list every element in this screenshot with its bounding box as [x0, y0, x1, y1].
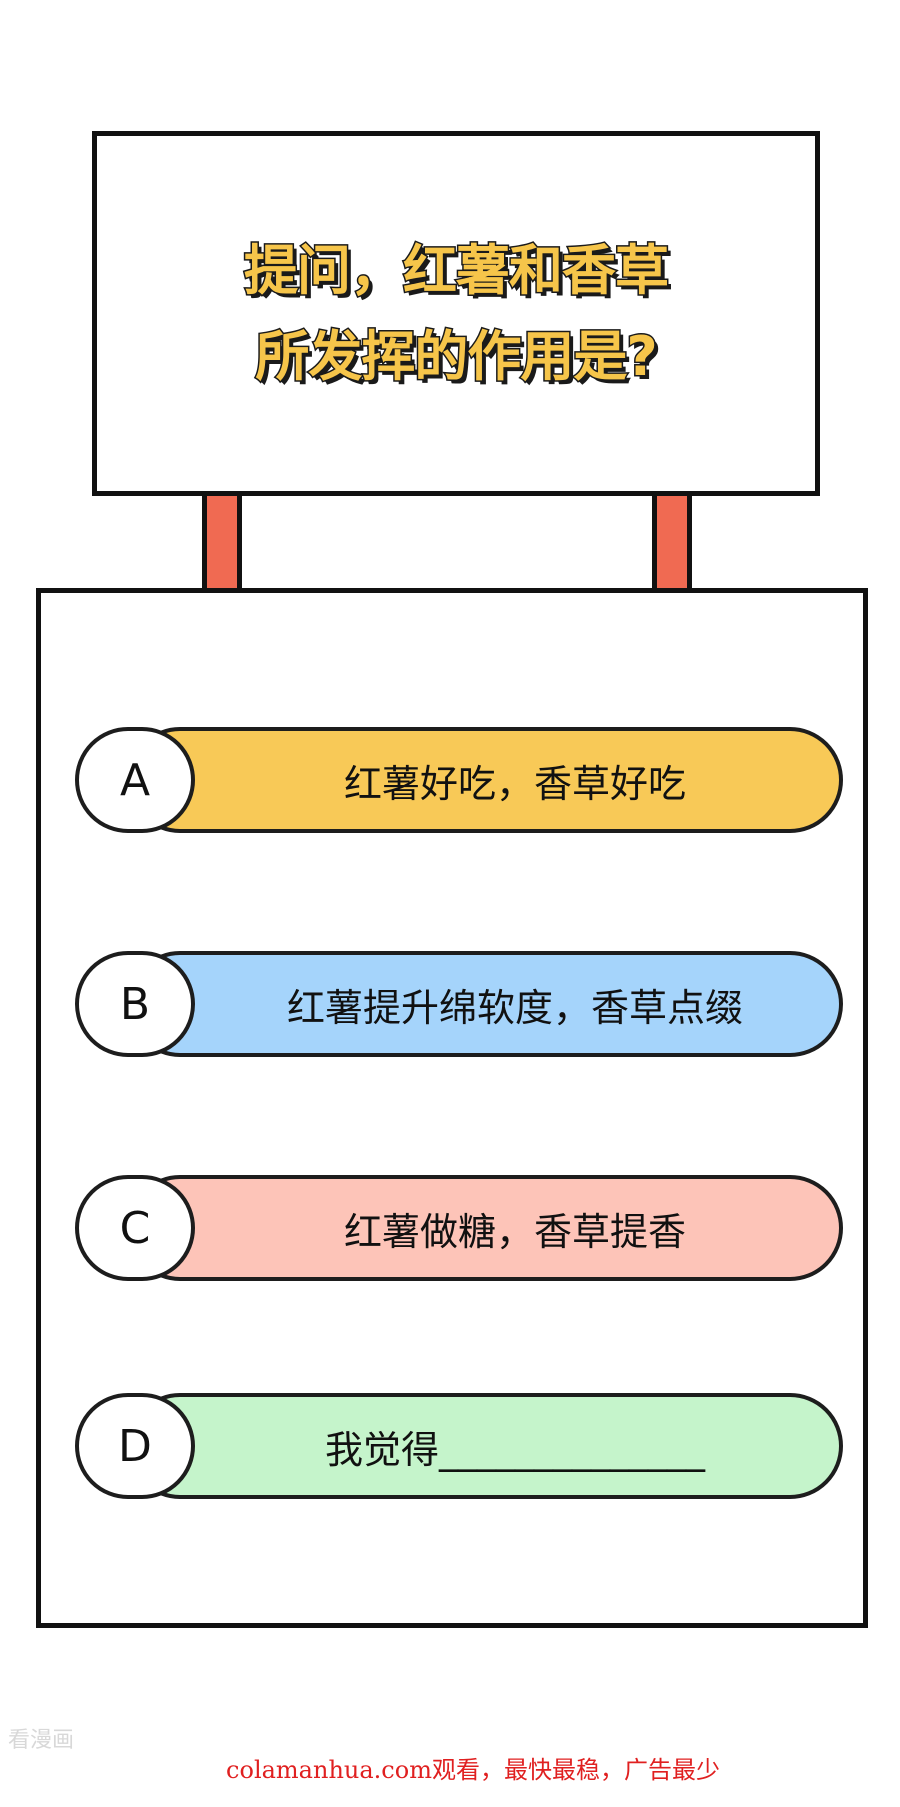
option-d-letter-badge[interactable]: D: [75, 1393, 195, 1499]
option-a-pill[interactable]: 红薯好吃，香草好吃: [127, 727, 843, 833]
option-d-text: 我觉得______________: [324, 1427, 705, 1472]
option-b-button[interactable]: 红薯提升绵软度，香草点缀 B: [75, 951, 843, 1057]
corner-watermark: 看漫画: [8, 1728, 75, 1753]
board-post-left: [202, 496, 242, 588]
option-a-button[interactable]: 红薯好吃，香草好吃 A: [75, 727, 843, 833]
option-c-text: 红薯做糖，香草提香: [343, 1209, 686, 1254]
option-d-button[interactable]: 我觉得______________ D: [75, 1393, 843, 1499]
question-board: 提问，红薯和香草 所发挥的作用是?: [92, 131, 820, 496]
option-b-letter-badge[interactable]: B: [75, 951, 195, 1057]
option-a-letter-badge[interactable]: A: [75, 727, 195, 833]
option-b-text: 红薯提升绵软度，香草点缀: [286, 985, 743, 1030]
question-title-line-1: 提问，红薯和香草: [243, 237, 671, 303]
footer-watermark[interactable]: colamanhua.com观看，最快最稳，广告最少: [226, 1756, 720, 1784]
question-title-line-2: 所发挥的作用是?: [254, 323, 659, 389]
answer-panel: 红薯好吃，香草好吃 A 红薯提升绵软度，香草点缀 B 红薯做糖，香草提香 C 我…: [36, 588, 868, 1628]
option-b-pill[interactable]: 红薯提升绵软度，香草点缀: [127, 951, 843, 1057]
option-c-letter-badge[interactable]: C: [75, 1175, 195, 1281]
option-c-pill[interactable]: 红薯做糖，香草提香: [127, 1175, 843, 1281]
option-c-button[interactable]: 红薯做糖，香草提香 C: [75, 1175, 843, 1281]
board-post-right: [652, 496, 692, 588]
option-a-text: 红薯好吃，香草好吃: [343, 761, 686, 806]
option-d-pill[interactable]: 我觉得______________: [127, 1393, 843, 1499]
